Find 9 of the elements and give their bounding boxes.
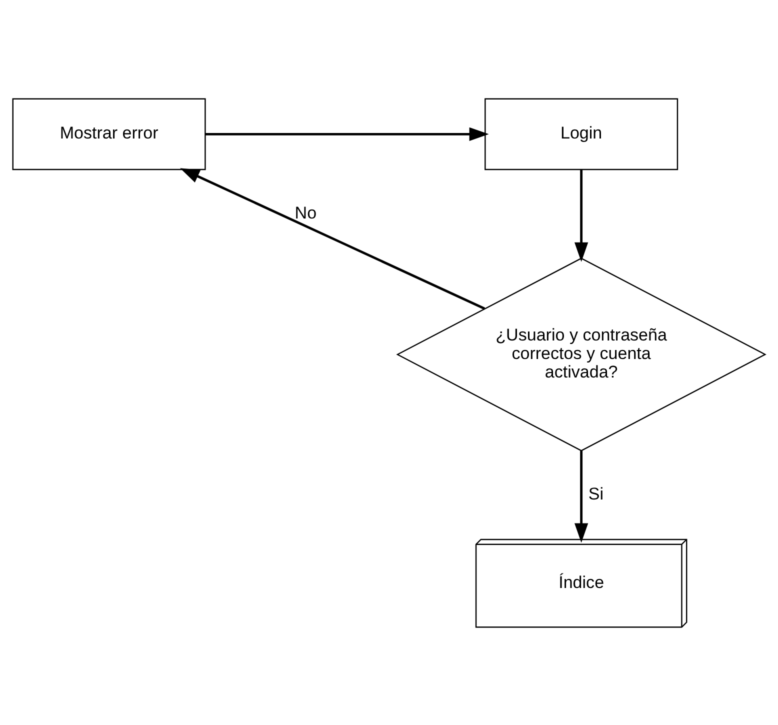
arrow xyxy=(574,169,588,262)
arrow xyxy=(574,450,588,542)
arrow xyxy=(180,168,486,310)
edge-label: No xyxy=(294,202,317,222)
arrow xyxy=(205,126,489,140)
node-diamond: ¿Usuario y contraseña correctos y cuenta activada? xyxy=(396,257,766,451)
node-box: Mostrar error xyxy=(12,98,206,170)
edge-label: Si xyxy=(588,484,604,504)
node-box: Login xyxy=(484,98,678,170)
